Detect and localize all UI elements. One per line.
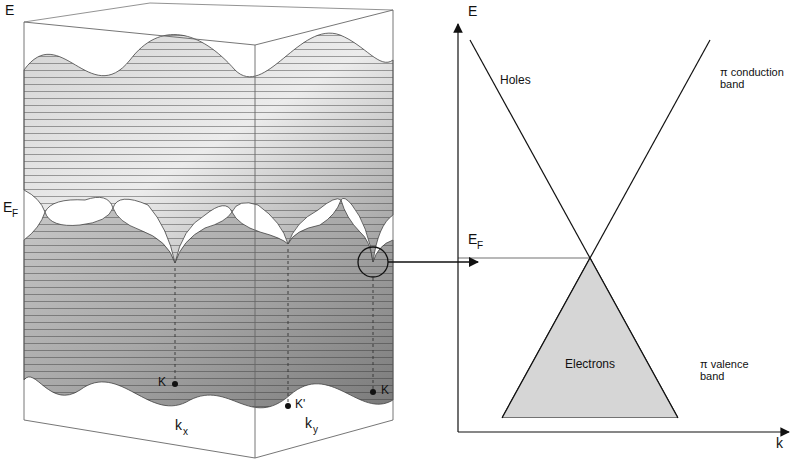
energy-axis: [457, 24, 458, 432]
k-point-dot: [285, 403, 291, 409]
axis-label: k: [175, 418, 182, 433]
zoom-circle: [358, 247, 388, 277]
dashed-line: [175, 268, 176, 381]
drop-lines: [175, 249, 373, 403]
box-edge: [24, 420, 393, 458]
box-edge: [24, 3, 393, 22]
filled-states-region: Electrons: [502, 258, 678, 418]
axis-label: x: [183, 426, 188, 437]
axis-label: F: [12, 208, 18, 219]
box-back-edges: [24, 3, 393, 22]
axis-label: K: [381, 384, 389, 397]
box-edge: [393, 10, 394, 420]
box-front-edges: [24, 10, 393, 458]
momentum-axis: [458, 431, 789, 432]
axis-label: k: [776, 436, 783, 451]
axis-label: E: [5, 3, 14, 18]
box-edge: [255, 45, 256, 458]
region-label: Electrons: [502, 358, 678, 371]
axis-label: E: [3, 200, 12, 215]
dashed-line: [288, 249, 289, 403]
dirac-cone-line: [502, 40, 710, 418]
axis-label: k: [305, 416, 312, 431]
axis-label: E: [468, 4, 477, 19]
triangle-shape: [502, 258, 678, 418]
dashed-line: [373, 278, 374, 389]
contour-lines: [24, 200, 393, 408]
electron-triangle: [502, 258, 678, 418]
fermi-level-line: [458, 258, 590, 259]
axis-label: π valence band: [700, 358, 770, 382]
contour-lines: [24, 33, 393, 263]
axis-label: F: [477, 240, 483, 251]
zoom-arrow: [388, 261, 478, 262]
box-edge: [24, 22, 25, 420]
k-point-dot: [370, 389, 376, 395]
axis-label: Holes: [500, 74, 531, 87]
dirac-cone-line: [470, 40, 678, 418]
axis-label: π conduction band: [720, 66, 790, 90]
axis-label: E: [468, 232, 477, 247]
axis-label: y: [313, 424, 318, 435]
axis-label: K: [158, 376, 166, 389]
axis-label: K': [295, 398, 305, 411]
k-points: [172, 381, 376, 409]
valence-band-surface: [24, 200, 393, 408]
k-point-dot: [172, 381, 178, 387]
conduction-band-surface: [24, 33, 393, 263]
box-edge: [24, 10, 393, 45]
